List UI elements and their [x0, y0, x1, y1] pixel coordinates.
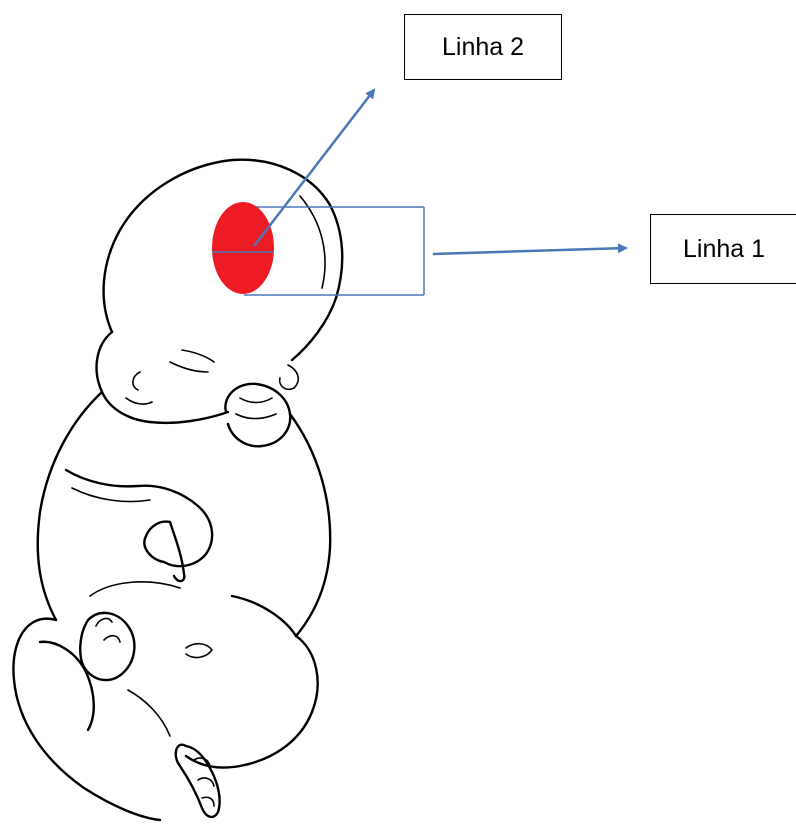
baby-face-outline [97, 332, 228, 423]
baby-fist-near-face [225, 384, 290, 446]
baby-nose [133, 372, 140, 390]
baby-right-foot [176, 745, 220, 817]
baby-left-leg [13, 619, 160, 820]
baby-hip-line [90, 582, 180, 596]
arrow-to-linha1 [433, 248, 626, 254]
baby-body-left [38, 392, 102, 620]
baby-closed-eye [170, 362, 208, 372]
baby-brow-crease [182, 350, 214, 362]
arrow-to-linha2 [254, 90, 374, 246]
baby-body-right [290, 414, 330, 636]
baby-illustration [13, 160, 342, 820]
label-linha1-text: Linha 1 [683, 235, 765, 264]
baby-head-inner-line [300, 196, 325, 288]
baby-ear [280, 365, 299, 389]
label-box-linha1: Linha 1 [650, 214, 796, 284]
baby-leg-crease [128, 690, 170, 736]
label-box-linha2: Linha 2 [404, 14, 562, 80]
label-linha2-text: Linha 2 [442, 33, 524, 62]
baby-arm-crease [72, 488, 150, 502]
baby-left-foot [80, 613, 134, 680]
baby-navel [186, 644, 212, 658]
baby-right-leg-inner [232, 596, 296, 636]
baby-left-leg-inner [40, 642, 94, 730]
red-marker-spot [212, 202, 274, 294]
baby-hand [144, 522, 184, 581]
baby-arm [66, 470, 212, 566]
baby-fist-fingers [236, 398, 276, 419]
baby-mouth [126, 398, 152, 404]
baby-left-toes [96, 619, 120, 642]
